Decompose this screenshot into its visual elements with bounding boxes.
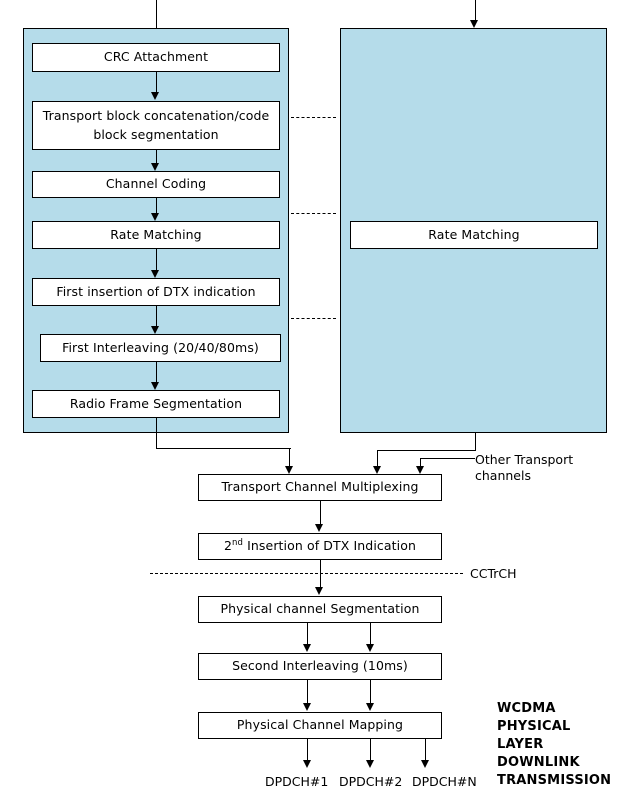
left-panel-input-line	[155, 0, 157, 34]
box-label: First Interleaving (20/40/80ms)	[62, 339, 259, 355]
box-label: First insertion of DTX indication	[56, 283, 256, 299]
right-panel-output-arrowhead	[372, 466, 381, 474]
dashed-link-concatenation	[291, 117, 336, 118]
connector-crc-to-concat-arrowhead	[151, 92, 159, 100]
connector-mapping-to-dpdch1	[307, 739, 308, 761]
other-transport-drop	[420, 458, 421, 468]
title-note-line-3: DOWNLINK	[497, 754, 580, 770]
connector-concat-to-coding	[155, 150, 157, 164]
left-panel-output-drop	[289, 448, 290, 468]
box-label: Rate Matching	[428, 226, 520, 242]
box-physical-channel-segmentation[interactable]: Physical channel Segmentation	[198, 596, 442, 623]
connector-interleave-to-mapping-b	[370, 680, 371, 704]
connector-concat-to-coding-arrowhead	[151, 163, 159, 171]
dashed-link-dtx	[291, 318, 336, 319]
box-label: Radio Frame Segmentation	[69, 395, 243, 411]
connector-dtx-to-interleaving	[155, 306, 157, 326]
box-label: Rate Matching	[110, 226, 202, 242]
connector-physseg-to-interleave-b	[370, 623, 371, 645]
right-panel-output-stem	[474, 433, 476, 451]
other-transport-elbow	[420, 458, 475, 459]
cctrch-divider-line	[150, 573, 463, 574]
box-rate-matching-right[interactable]: Rate Matching	[350, 221, 598, 249]
left-panel-output-stem	[155, 418, 157, 449]
title-note-line-2: PHYSICAL LAYER	[497, 718, 571, 752]
box-physical-channel-mapping[interactable]: Physical Channel Mapping	[198, 712, 442, 739]
connector-crc-to-concat	[155, 72, 157, 94]
right-panel-input-arrowhead	[470, 20, 478, 28]
box-label: Physical Channel Mapping	[236, 717, 404, 733]
box-label: Physical channel Segmentation	[220, 601, 420, 617]
other-transport-arrowhead	[415, 466, 424, 474]
connector-interleave-to-mapping-a	[307, 680, 308, 704]
box-first-insertion-dtx[interactable]: First insertion of DTX indication	[32, 278, 280, 306]
connector-interleaving-to-radioframe-arrowhead	[151, 382, 159, 390]
connector-coding-to-rate	[155, 198, 157, 213]
title-note-line-4: TRANSMISSION	[497, 772, 612, 788]
output-label-dpdch2: DPDCH#2	[339, 774, 403, 789]
box-radio-frame-segmentation[interactable]: Radio Frame Segmentation	[32, 390, 280, 418]
box-label: Transport block concatenation/code block…	[42, 108, 270, 142]
connector-mapping-to-dpdch2-arrowhead	[365, 760, 374, 768]
connector-coding-to-rate-arrowhead	[151, 213, 159, 221]
box-second-interleaving[interactable]: Second Interleaving (10ms)	[198, 653, 442, 680]
connector-physseg-to-interleave-b-arrowhead	[365, 644, 374, 652]
box-label: 2nd Insertion of DTX Indication	[224, 538, 416, 555]
dashed-link-rate-matching	[291, 213, 336, 214]
box-channel-coding[interactable]: Channel Coding	[32, 171, 280, 198]
output-label-dpdchn: DPDCH#N	[412, 774, 477, 789]
right-panel-output-elbow	[377, 450, 476, 451]
box-second-insertion-dtx[interactable]: 2nd Insertion of DTX Indication	[198, 533, 442, 560]
left-panel-output-elbow	[155, 448, 291, 449]
connector-mapping-to-dpdchn	[425, 739, 426, 761]
right-panel-output-drop	[377, 450, 378, 468]
left-panel-output-arrowhead	[284, 466, 293, 474]
box-first-interleaving[interactable]: First Interleaving (20/40/80ms)	[40, 334, 281, 362]
connector-mapping-to-dpdchn-arrowhead	[420, 760, 429, 768]
connector-mapping-to-dpdch2	[370, 739, 371, 761]
box-label-suffix: Insertion of DTX Indication	[243, 538, 416, 554]
box-transport-channel-multiplexing[interactable]: Transport Channel Multiplexing	[198, 474, 442, 501]
connector-mux-to-dtx2-arrowhead	[315, 524, 323, 532]
connector-dtx2-to-physseg	[319, 560, 321, 588]
box-transport-block-concatenation[interactable]: Transport block concatenation/code block…	[32, 101, 280, 150]
connector-interleave-to-mapping-a-arrowhead	[302, 703, 311, 711]
connector-mapping-to-dpdch1-arrowhead	[302, 760, 311, 768]
title-note-line-1: WCDMA	[497, 701, 556, 716]
connector-interleaving-to-radioframe	[155, 362, 157, 382]
box-label-prefix: 2	[223, 538, 233, 554]
right-panel-input-line	[474, 0, 476, 22]
diagram-title-note: WCDMA PHYSICAL LAYER DOWNLINK TRANSMISSI…	[497, 700, 618, 790]
connector-dtx-to-interleaving-arrowhead	[151, 326, 159, 334]
connector-physseg-to-interleave-a	[307, 623, 308, 645]
cctrch-label: CCTrCH	[470, 566, 517, 581]
box-label: Second Interleaving (10ms)	[232, 658, 408, 674]
box-label: CRC Attachment	[103, 49, 209, 65]
connector-interleave-to-mapping-b-arrowhead	[365, 703, 374, 711]
connector-rate-to-dtx-arrowhead	[151, 270, 159, 278]
connector-dtx2-to-physseg-arrowhead	[315, 587, 323, 595]
connector-rate-to-dtx	[155, 249, 157, 270]
box-label: Channel Coding	[105, 176, 207, 192]
box-crc-attachment[interactable]: CRC Attachment	[32, 43, 280, 72]
box-rate-matching-left[interactable]: Rate Matching	[32, 221, 280, 249]
box-label-sup: nd	[232, 537, 244, 548]
output-label-dpdch1: DPDCH#1	[265, 774, 329, 789]
other-transport-channels-label: Other Transport channels	[475, 452, 574, 484]
box-label: Transport Channel Multiplexing	[221, 479, 419, 495]
connector-mux-to-dtx2	[319, 501, 321, 525]
connector-physseg-to-interleave-a-arrowhead	[302, 644, 311, 652]
